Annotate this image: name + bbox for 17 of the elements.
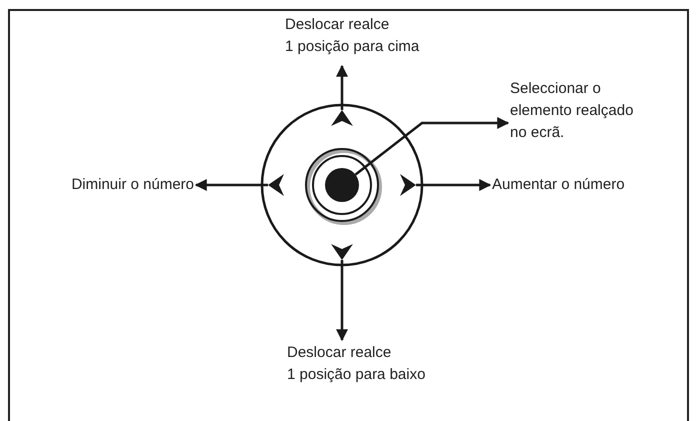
direction-triangle — [331, 244, 353, 260]
direction-triangle — [268, 174, 284, 196]
arrow — [336, 64, 348, 110]
node-label: 1 posição para baixo — [287, 365, 426, 385]
node-label: Deslocar realce — [285, 15, 390, 35]
arrow — [336, 260, 348, 342]
arrow — [354, 117, 510, 176]
center-button-dot — [325, 168, 359, 202]
node-label: Seleccionar o elemento realçado no ecrã. — [510, 79, 634, 143]
direction-triangle — [331, 110, 353, 126]
node-label: Deslocar realce — [287, 343, 392, 363]
node-label: Diminuir o número — [71, 175, 194, 195]
node-label: Aumentar o número — [492, 175, 625, 195]
arrow — [416, 179, 492, 191]
node-label: 1 posição para cima — [285, 37, 420, 57]
arrow — [194, 179, 268, 191]
direction-triangle — [400, 174, 416, 196]
